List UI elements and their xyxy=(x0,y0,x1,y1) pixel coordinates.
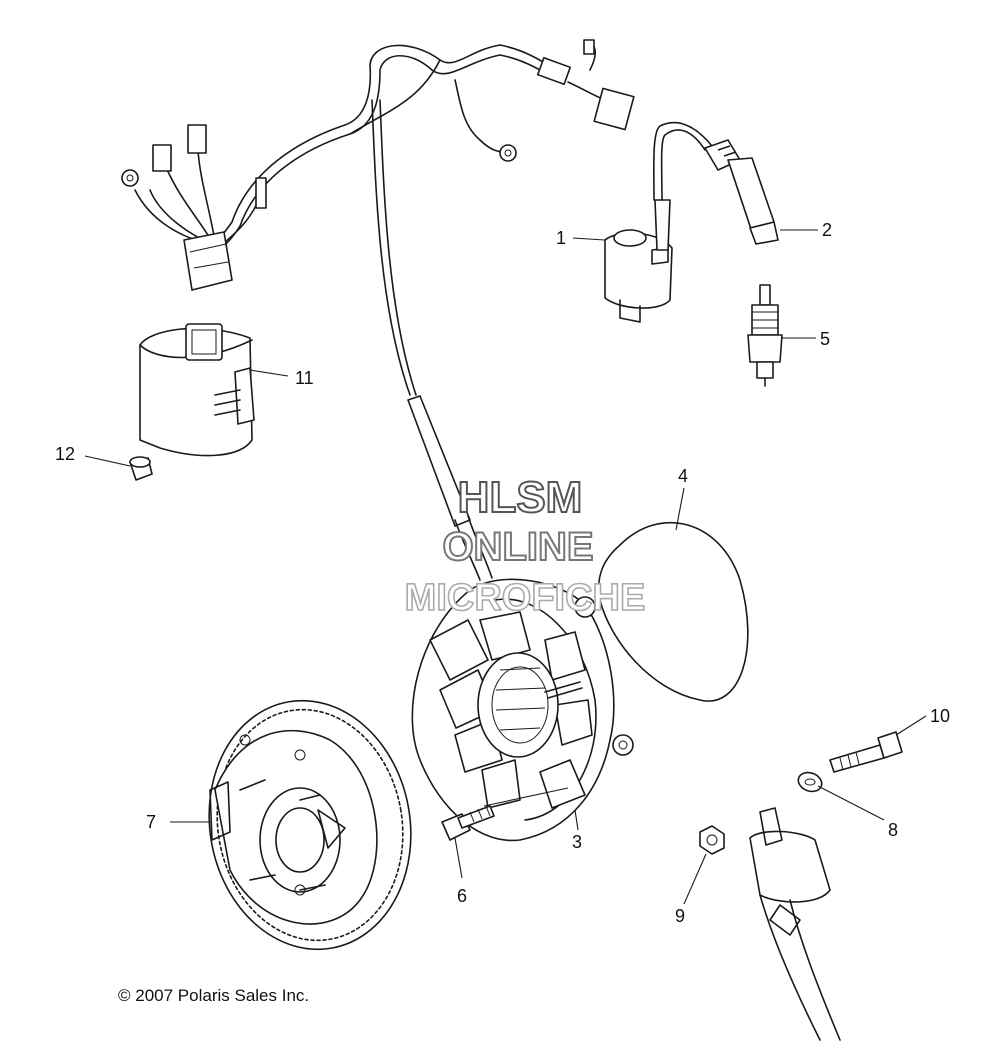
callout-10: 10 xyxy=(930,706,950,726)
callout-2: 2 xyxy=(822,220,832,240)
spark-plug-cap xyxy=(704,139,779,245)
callout-9: 9 xyxy=(675,906,685,926)
copyright-notice: © 2007 Polaris Sales Inc. xyxy=(118,986,310,1005)
flywheel xyxy=(208,699,412,951)
callout-3: 3 xyxy=(572,832,582,852)
watermark-line-1: HLSM xyxy=(458,473,583,522)
callout-5: 5 xyxy=(820,329,830,349)
callout-6: 6 xyxy=(457,886,467,906)
washer xyxy=(797,771,823,793)
watermark-line-2: ONLINE xyxy=(442,525,593,569)
screw-12 xyxy=(129,456,153,481)
leader-lines xyxy=(84,229,927,905)
callout-4: 4 xyxy=(678,466,688,486)
ignition-coil xyxy=(604,121,713,323)
callout-11: 11 xyxy=(295,368,314,388)
voltage-regulator xyxy=(139,323,255,457)
callout-labels: 1 2 3 4 5 6 7 8 9 10 11 12 xyxy=(55,220,950,926)
callout-7: 7 xyxy=(146,812,156,832)
watermark: HLSM ONLINE MICROFICHE xyxy=(404,472,646,620)
watermark-line-3: MICROFICHE xyxy=(405,577,646,619)
callout-8: 8 xyxy=(888,820,898,840)
gasket xyxy=(597,521,749,702)
callout-1: 1 xyxy=(556,228,566,248)
spark-plug xyxy=(747,284,783,387)
nut xyxy=(699,825,725,855)
bolt-6 xyxy=(441,805,495,841)
bolt-10 xyxy=(829,731,903,773)
callout-12: 12 xyxy=(55,444,75,464)
mounting-bracket xyxy=(749,807,841,1041)
wiring-harness xyxy=(121,39,635,581)
stator xyxy=(411,578,634,842)
